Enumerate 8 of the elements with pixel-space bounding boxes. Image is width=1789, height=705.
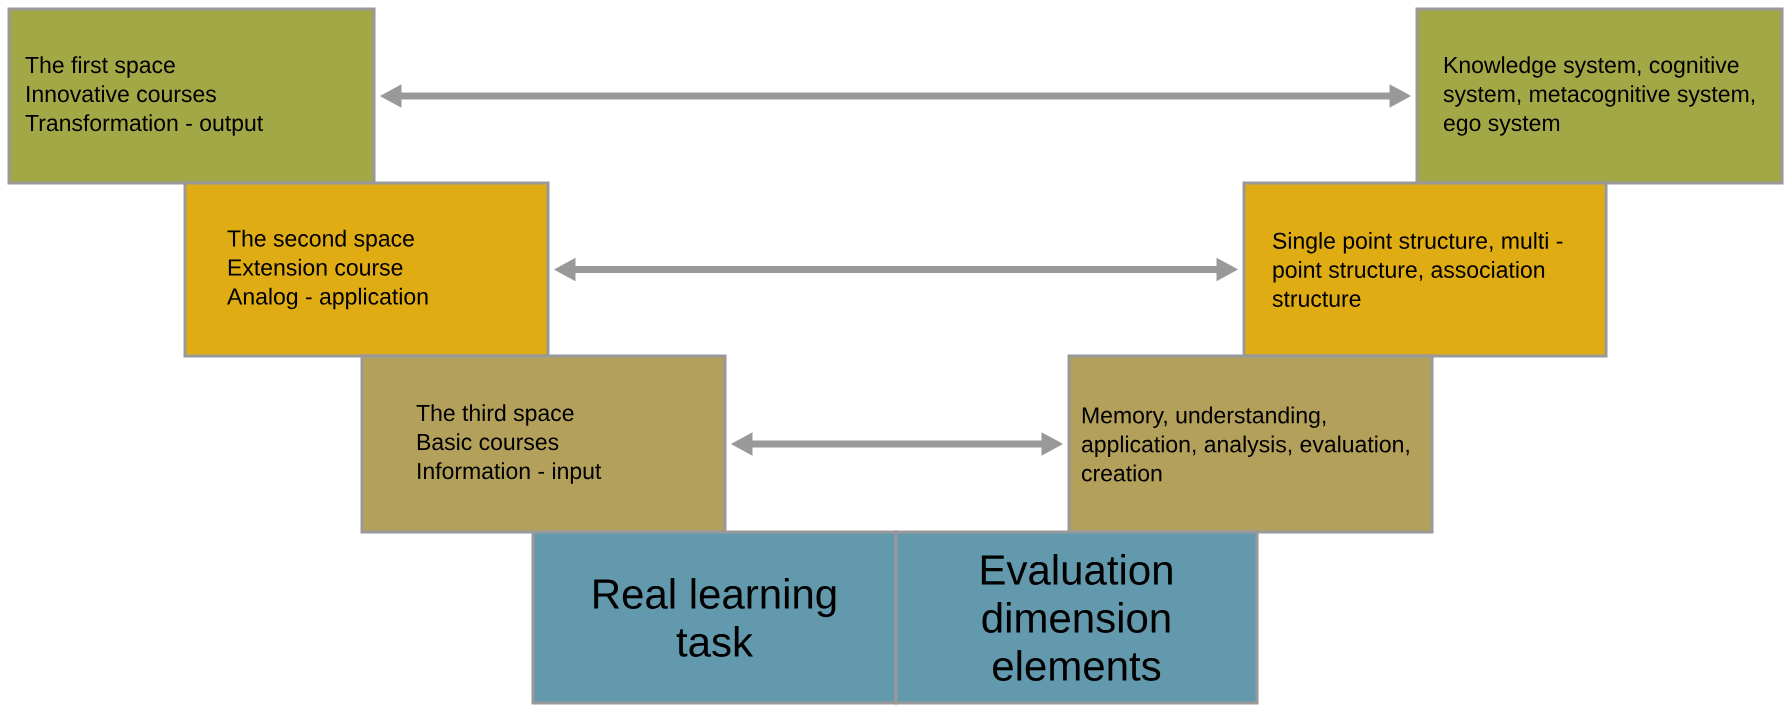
text-box: Evaluation dimension elements bbox=[894, 530, 1259, 705]
text-box: The first space Innovative courses Transformation - output bbox=[7, 7, 376, 185]
text-box: The third space Basic courses Information - input bbox=[360, 354, 727, 534]
text-box: Memory, understanding, application, analysis, evaluation, creation bbox=[1067, 354, 1434, 534]
text-box: Single point structure, multi - point structure, association structure bbox=[1242, 181, 1608, 358]
text-box: The second space Extension course Analog - application bbox=[183, 181, 550, 358]
text-box: Real learning task bbox=[531, 530, 898, 705]
text-box: Knowledge system, cognitive system, metacognitive system, ego system bbox=[1415, 7, 1784, 185]
